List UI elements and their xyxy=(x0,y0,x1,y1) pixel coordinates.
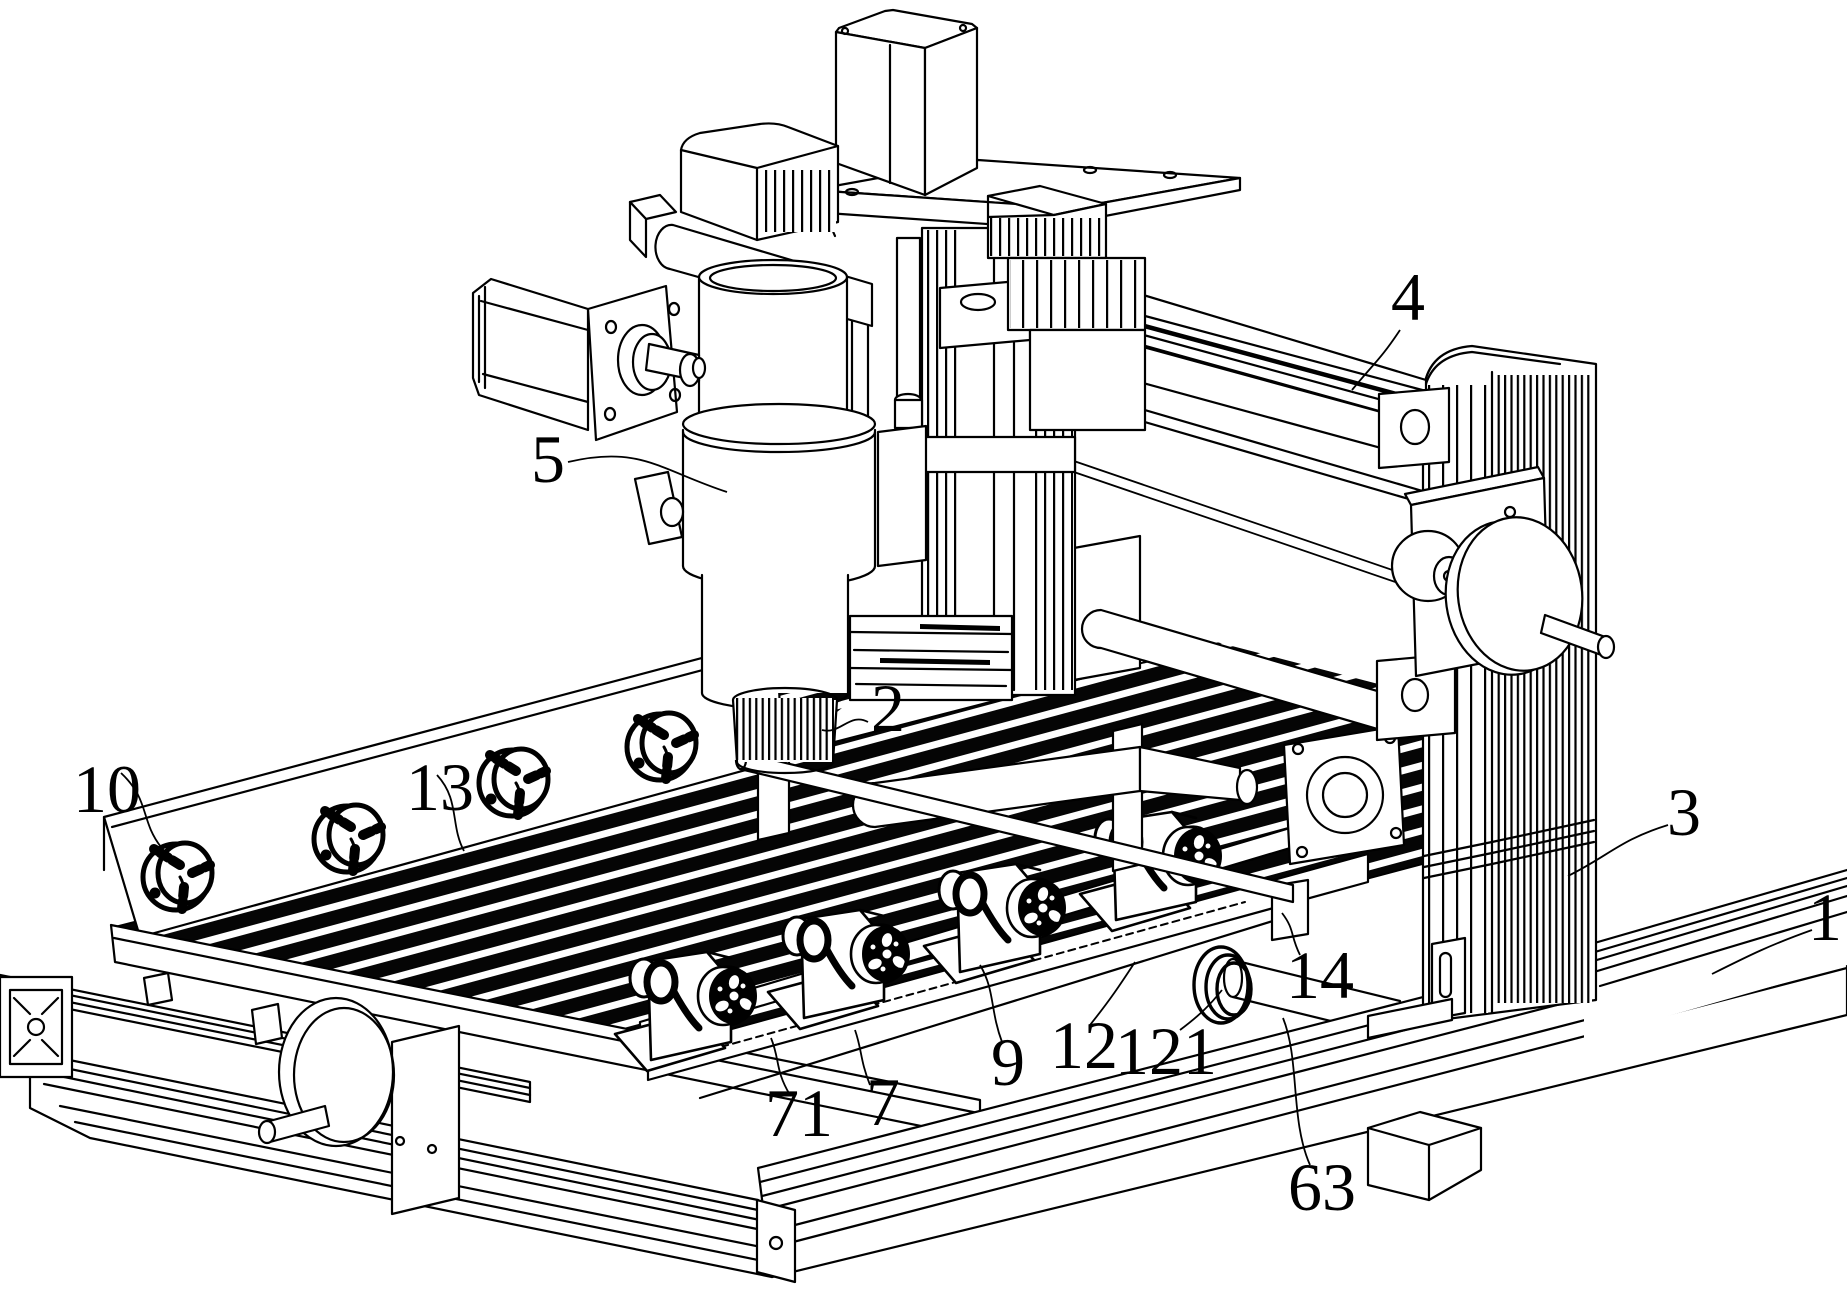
svg-text:10: 10 xyxy=(73,751,141,827)
svg-text:12: 12 xyxy=(1050,1007,1118,1083)
svg-text:63: 63 xyxy=(1288,1149,1356,1225)
svg-text:4: 4 xyxy=(1391,259,1425,335)
svg-text:3: 3 xyxy=(1667,774,1701,850)
svg-text:13: 13 xyxy=(406,749,474,825)
svg-text:2: 2 xyxy=(871,670,905,746)
svg-text:121: 121 xyxy=(1115,1013,1217,1089)
svg-text:9: 9 xyxy=(991,1024,1025,1100)
svg-text:1: 1 xyxy=(1808,879,1842,955)
svg-text:71: 71 xyxy=(765,1075,833,1151)
svg-text:5: 5 xyxy=(531,421,565,497)
svg-text:7: 7 xyxy=(866,1064,900,1140)
